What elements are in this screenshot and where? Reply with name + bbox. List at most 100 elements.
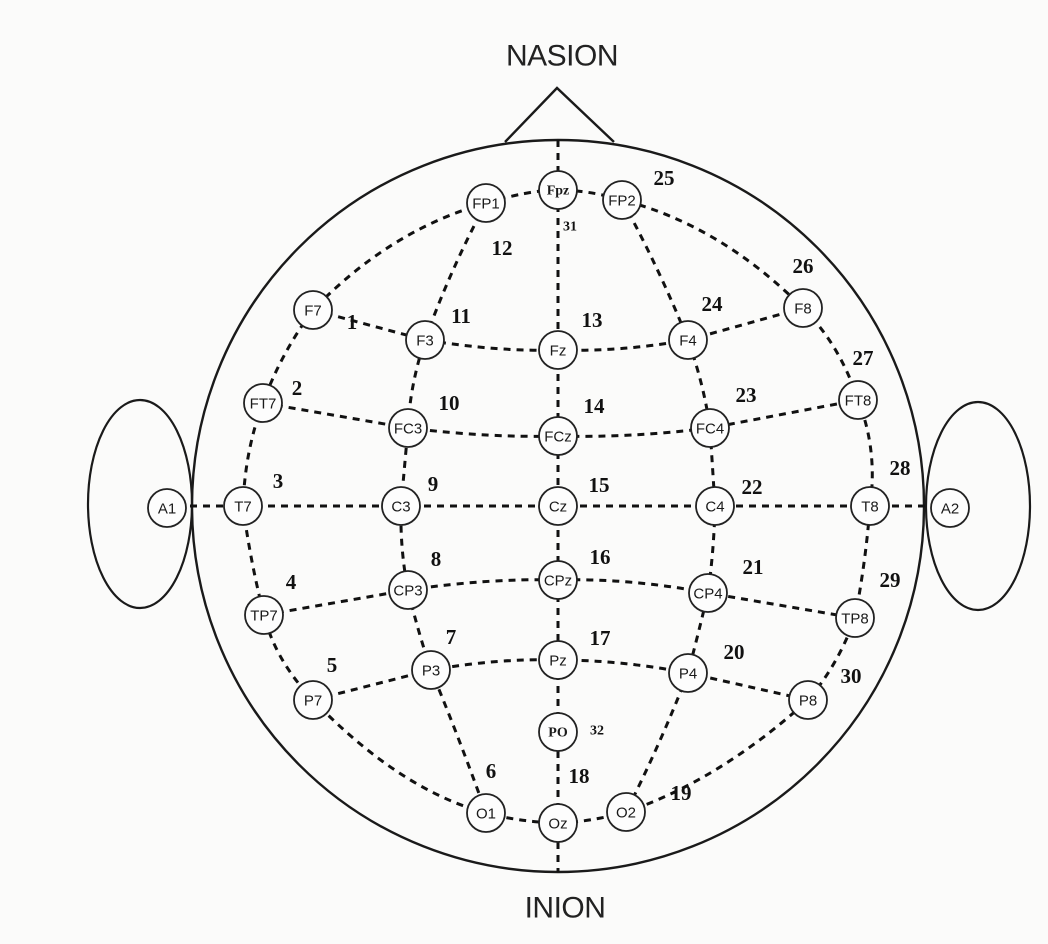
electrode-marker bbox=[538, 330, 578, 370]
electrode-label: PO bbox=[548, 726, 568, 741]
electrode-marker bbox=[538, 486, 578, 526]
electrode-a2: A2 bbox=[930, 488, 970, 528]
cp-row-dashed bbox=[263, 578, 856, 620]
electrode-label: Pz bbox=[549, 653, 567, 670]
electrode-label: CPz bbox=[544, 573, 572, 590]
electrode-pz: Pz bbox=[538, 640, 578, 680]
electrode-tp7: TP7 bbox=[244, 595, 284, 635]
electrode-a1: A1 bbox=[147, 488, 187, 528]
electrode-cpz: CPz bbox=[538, 560, 578, 600]
electrode-label: P4 bbox=[679, 666, 697, 683]
channel-number-fpz: 31 bbox=[563, 220, 577, 235]
electrode-label: Fpz bbox=[547, 184, 570, 199]
electrode-f8: F8 bbox=[783, 288, 823, 328]
nose-outline bbox=[504, 86, 615, 143]
electrode-fz: Fz bbox=[538, 330, 578, 370]
channel-number-tp7: 4 bbox=[286, 570, 297, 594]
electrode-label: F4 bbox=[679, 333, 697, 350]
electrode-label: P7 bbox=[304, 693, 322, 710]
electrode-label: FP1 bbox=[472, 196, 500, 213]
electrode-label: Oz bbox=[548, 816, 567, 833]
channel-number-p3: 7 bbox=[446, 625, 457, 649]
electrode-marker bbox=[783, 288, 823, 328]
electrode-marker bbox=[388, 570, 428, 610]
electrode-marker bbox=[293, 680, 333, 720]
electrode-marker bbox=[688, 573, 728, 613]
electrode-marker bbox=[381, 486, 421, 526]
electrode-p8: P8 bbox=[788, 680, 828, 720]
electrode-label: FP2 bbox=[608, 193, 636, 210]
electrode-marker bbox=[538, 416, 578, 456]
right-ear bbox=[924, 400, 1032, 612]
electrode-marker bbox=[930, 488, 970, 528]
electrode-label: O2 bbox=[616, 805, 636, 822]
electrode-fpz: Fpz bbox=[538, 170, 578, 210]
electrode-marker bbox=[538, 803, 578, 843]
electrode-marker bbox=[695, 486, 735, 526]
electrode-p4: P4 bbox=[668, 653, 708, 693]
channel-number-f3: 11 bbox=[451, 304, 471, 328]
electrode-label: F3 bbox=[416, 333, 434, 350]
electrode-f3: F3 bbox=[405, 320, 445, 360]
electrode-label: A1 bbox=[158, 501, 176, 518]
electrode-marker bbox=[388, 408, 428, 448]
channel-number-fp1: 12 bbox=[492, 236, 513, 260]
electrode-label: O1 bbox=[476, 806, 496, 823]
channel-number-oz: 18 bbox=[569, 764, 590, 788]
electrode-label: F7 bbox=[304, 303, 322, 320]
electrode-ft7: FT7 bbox=[243, 383, 283, 423]
electrode-marker bbox=[602, 180, 642, 220]
electrode-label: FT7 bbox=[250, 396, 277, 413]
channel-number-cz: 15 bbox=[589, 473, 610, 497]
electrode-fp1: FP1 bbox=[466, 183, 506, 223]
channel-number-o2: 19 bbox=[671, 781, 692, 805]
electrode-marker bbox=[538, 712, 578, 752]
electrode-label: TP8 bbox=[841, 611, 869, 628]
electrode-marker bbox=[538, 560, 578, 600]
electrode-marker bbox=[244, 595, 284, 635]
electrode-marker bbox=[668, 320, 708, 360]
channel-number-ft7: 2 bbox=[292, 376, 303, 400]
electrode-marker bbox=[538, 640, 578, 680]
channel-number-fc3: 10 bbox=[439, 391, 460, 415]
electrode-c4: C4 bbox=[695, 486, 735, 526]
channel-number-o1: 6 bbox=[486, 759, 497, 783]
channel-number-p7: 5 bbox=[327, 653, 338, 677]
left-column-dashed bbox=[399, 202, 488, 814]
electrode-p7: P7 bbox=[293, 680, 333, 720]
electrode-label: A2 bbox=[941, 501, 959, 518]
electrode-marker bbox=[147, 488, 187, 528]
electrode-label: CP4 bbox=[693, 586, 722, 603]
electrode-label: CP3 bbox=[393, 583, 422, 600]
channel-number-cp3: 8 bbox=[431, 547, 442, 571]
electrode-fc4: FC4 bbox=[690, 408, 730, 448]
channel-number-p4: 20 bbox=[724, 640, 745, 664]
electrode-marker bbox=[405, 320, 445, 360]
electrode-marker bbox=[690, 408, 730, 448]
channel-number-pz: 17 bbox=[590, 626, 611, 650]
electrode-marker bbox=[538, 170, 578, 210]
fc-row-dashed bbox=[262, 398, 859, 438]
electrode-marker bbox=[668, 653, 708, 693]
electrode-p3: P3 bbox=[411, 650, 451, 690]
electrode-label: TP7 bbox=[250, 608, 278, 625]
channel-number-p8: 30 bbox=[841, 664, 862, 688]
electrode-marker bbox=[466, 793, 506, 833]
electrode-marker bbox=[606, 792, 646, 832]
channel-number-t7: 3 bbox=[273, 469, 284, 493]
electrode-label: P3 bbox=[422, 663, 440, 680]
inion-label: INION bbox=[525, 892, 606, 925]
electrode-label: P8 bbox=[799, 693, 817, 710]
nasion-label: NASION bbox=[506, 40, 618, 73]
channel-number-fcz: 14 bbox=[584, 394, 606, 418]
channel-number-cpz: 16 bbox=[590, 545, 611, 569]
channel-number-cp4: 21 bbox=[743, 555, 764, 579]
channel-number-c4: 22 bbox=[742, 475, 763, 499]
right-column-dashed bbox=[620, 199, 717, 813]
electrode-label: Cz bbox=[549, 499, 567, 516]
channel-number-f7: 1 bbox=[347, 310, 358, 334]
channel-number-f4: 24 bbox=[702, 292, 724, 316]
